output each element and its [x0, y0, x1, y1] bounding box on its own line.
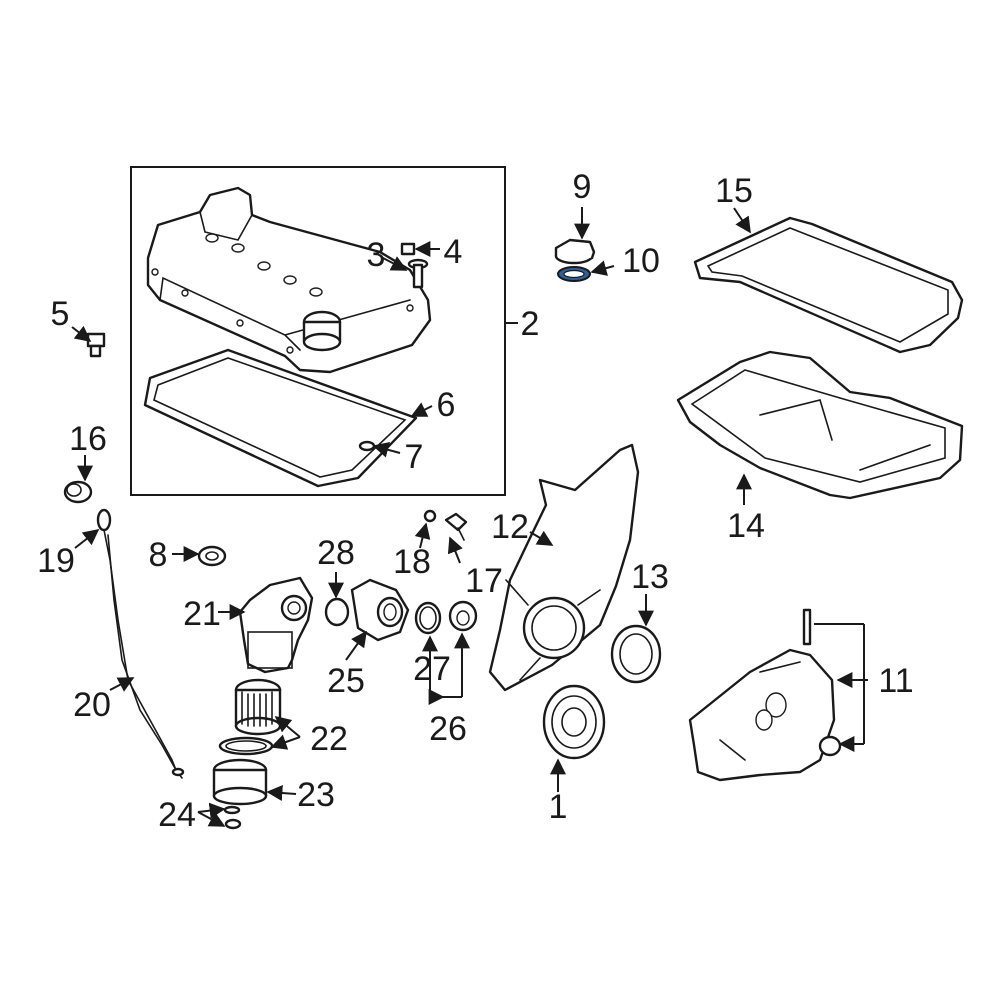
crankshaft-pulley-part[interactable] — [542, 684, 606, 760]
group-frame-2 — [130, 166, 506, 496]
callout-17[interactable]: 17 — [465, 562, 503, 600]
callout-11[interactable]: 11 — [878, 662, 913, 700]
filler-cap-seal-part[interactable] — [557, 266, 591, 282]
callout-6[interactable]: 6 — [437, 386, 456, 424]
bolt-part-3[interactable] — [407, 258, 429, 289]
callout-16[interactable]: 16 — [69, 420, 107, 458]
valve-cover-part[interactable] — [146, 186, 432, 374]
callout-15[interactable]: 15 — [715, 172, 753, 210]
seal-part-7[interactable] — [358, 440, 376, 452]
callout-27[interactable]: 27 — [413, 650, 451, 688]
oil-pressure-sensor-part[interactable] — [444, 512, 468, 541]
callout-5[interactable]: 5 — [51, 295, 70, 333]
seal-part-26[interactable] — [448, 600, 478, 632]
callout-10[interactable]: 10 — [622, 242, 660, 280]
filter-housing-seal-part[interactable] — [218, 736, 274, 756]
callout-labels: 1 2 3 4 5 6 7 8 9 10 11 12 13 14 15 16 1… — [37, 168, 914, 834]
crankshaft-seal-part[interactable] — [610, 624, 662, 684]
callout-21[interactable]: 21 — [183, 595, 221, 633]
oil-cooler-part[interactable] — [350, 578, 410, 642]
callout-26[interactable]: 26 — [429, 710, 467, 748]
oil-filter-housing-part[interactable] — [238, 576, 314, 674]
callout-18[interactable]: 18 — [393, 543, 431, 581]
seal-part-28[interactable] — [324, 597, 350, 627]
callout-9[interactable]: 9 — [573, 168, 592, 206]
callout-19[interactable]: 19 — [37, 542, 75, 580]
callout-2[interactable]: 2 — [521, 305, 540, 343]
callout-7[interactable]: 7 — [405, 438, 424, 476]
screw-part-18[interactable] — [423, 509, 437, 523]
bolt-part-5[interactable] — [86, 332, 106, 358]
dipstick-tube-part[interactable] — [107, 534, 185, 779]
callout-20[interactable]: 20 — [73, 686, 111, 724]
callout-1[interactable]: 1 — [549, 788, 568, 826]
callout-4[interactable]: 4 — [444, 233, 463, 271]
seal-part-8[interactable] — [197, 545, 227, 567]
clip-part-4[interactable] — [400, 242, 416, 256]
oil-pan-gasket-part[interactable] — [693, 216, 964, 354]
callout-14[interactable]: 14 — [727, 507, 765, 545]
callout-12[interactable]: 12 — [491, 508, 529, 546]
oil-filter-element-part[interactable] — [234, 678, 282, 736]
timing-cover-part[interactable] — [488, 443, 640, 692]
oil-pump-part[interactable] — [688, 608, 842, 782]
valve-cover-gasket-part[interactable] — [143, 348, 418, 488]
callout-24[interactable]: 24 — [158, 796, 196, 834]
leader-lines — [71, 207, 868, 827]
callout-8[interactable]: 8 — [149, 536, 168, 574]
callout-13[interactable]: 13 — [631, 558, 669, 596]
callout-3[interactable]: 3 — [367, 236, 386, 274]
callout-22[interactable]: 22 — [310, 720, 348, 758]
oil-filler-cap-part[interactable] — [554, 238, 596, 265]
callout-28[interactable]: 28 — [317, 534, 355, 572]
callout-25[interactable]: 25 — [327, 662, 365, 700]
oil-filter-cap-part[interactable] — [212, 758, 268, 806]
plug-part-16[interactable] — [63, 480, 93, 504]
callout-23[interactable]: 23 — [297, 776, 335, 814]
drain-plug-part[interactable] — [223, 805, 242, 830]
oil-pan-part[interactable] — [676, 350, 964, 500]
seal-part-27[interactable] — [414, 601, 442, 635]
